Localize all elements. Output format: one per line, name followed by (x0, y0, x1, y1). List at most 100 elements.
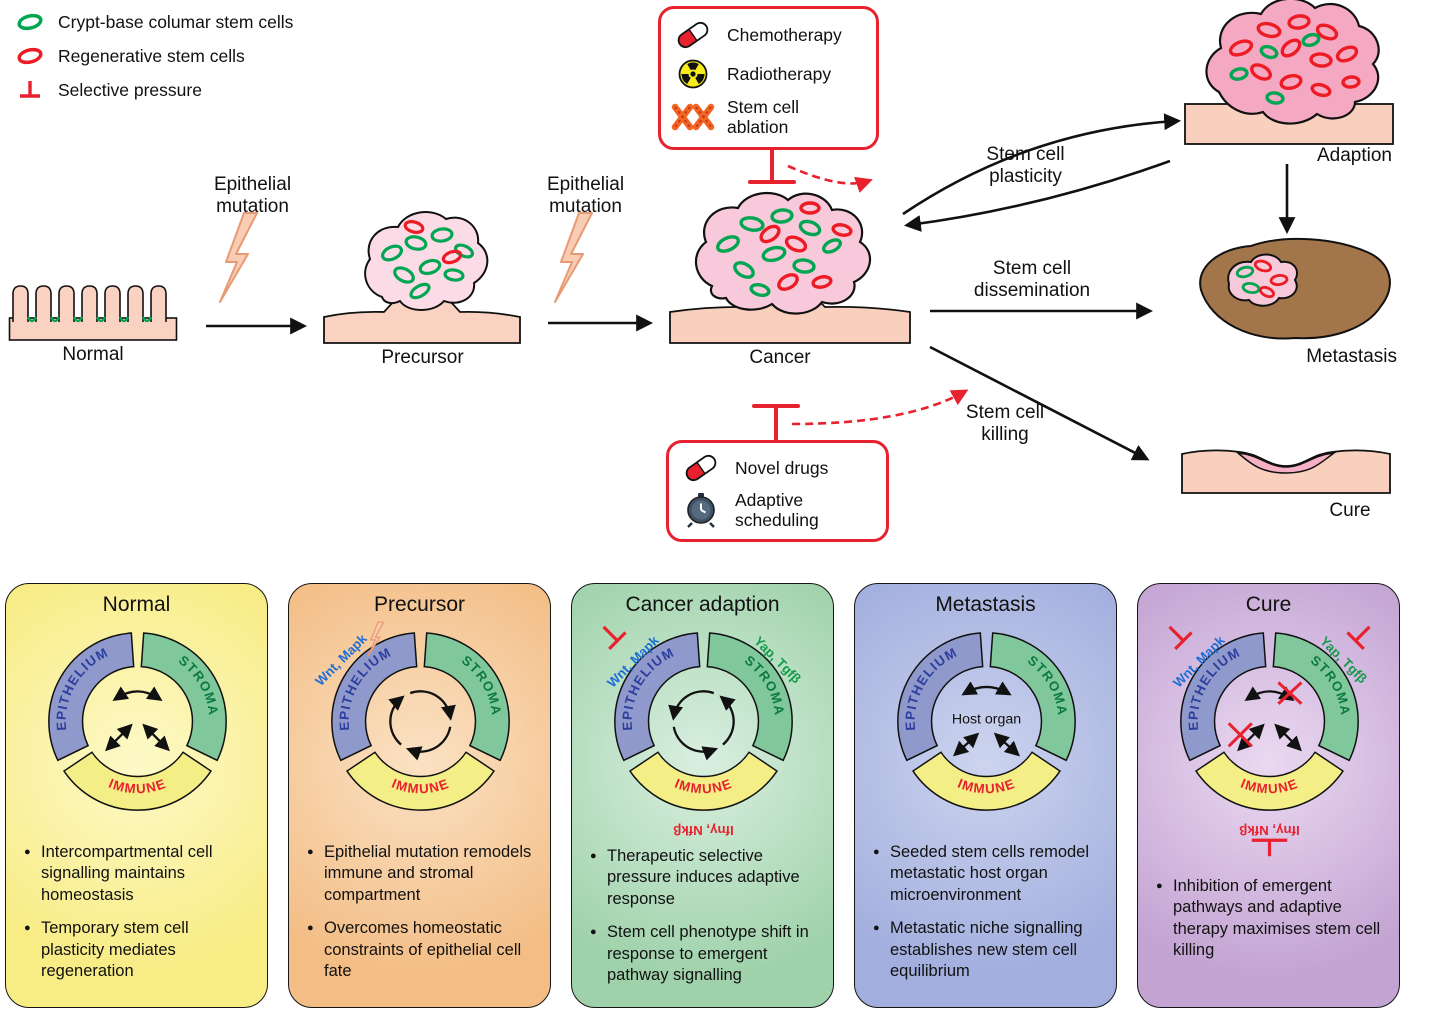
adaption-tissue-illustration (1184, 0, 1394, 145)
immune-label: IMMUNE (1239, 776, 1301, 797)
stroma-arc (140, 632, 227, 762)
epithelium-arc (1180, 632, 1267, 762)
therapy-box-top: Chemotherapy Radiotherapy (658, 6, 879, 150)
signalling-arrows (388, 690, 456, 761)
panel-bullets: Inhibition of emergent pathways and adap… (1156, 876, 1387, 974)
immune-label: IMMUNE (107, 776, 169, 797)
therapy-label: Chemotherapy (727, 24, 842, 45)
legend-item-selective-pressure: Selective pressure (14, 73, 293, 107)
therapy-item-stem-cell-ablation: Stem cell ablation (671, 97, 866, 137)
legend-item-crypt-base: Crypt-base columar stem cells (14, 5, 293, 39)
immune-arc (1194, 751, 1345, 811)
crypt-base-columnar-stem-cell-icon (17, 13, 43, 31)
panel-precursor: Precursor EPITHELIUM STROMA IMMUNE (288, 583, 551, 1008)
immune-arc (345, 751, 496, 811)
clock-icon (679, 492, 723, 528)
stage-label-cure: Cure (1329, 500, 1371, 521)
panel-title: Precursor (373, 593, 466, 616)
selective-pressure-tbar (602, 625, 627, 650)
therapy-label: Stem cell ablation (727, 97, 799, 138)
signalling-arrows (953, 681, 1020, 757)
therapy-item-novel-drugs: Novel drugs (679, 452, 876, 484)
panel-bullets: Therapeutic selective pressure induces a… (590, 846, 821, 999)
panel-bullets: Seeded stem cells remodel metastatic hos… (873, 842, 1104, 995)
stage-label-normal: Normal (62, 344, 124, 365)
compartment-wheel: EPITHELIUM STROMA IMMUNE Host organ (897, 632, 1076, 811)
panel-normal: Normal EPITHELIUM STROMA IMMUNE (5, 583, 268, 1008)
selective-pressure-tbar (1168, 625, 1193, 650)
stage-label-adaption: Adaption (1316, 145, 1392, 166)
stage-label-metastasis: Metastasis (1306, 346, 1397, 367)
stroma-arc (423, 632, 510, 762)
immune-arc (628, 751, 779, 811)
stem-cell-plasticity-label: Stem cell plasticity (986, 144, 1065, 188)
panel-title: Cure (1245, 593, 1292, 616)
epithelium-arc (897, 632, 984, 762)
legend-label: Selective pressure (58, 79, 202, 100)
pill-icon (679, 452, 723, 484)
panel-bullets: Intercompartmental cell signalling maint… (24, 842, 255, 995)
bullet-item: Intercompartmental cell signalling maint… (24, 842, 255, 906)
legend-label: Crypt-base columar stem cells (58, 11, 294, 32)
panel-cancer-adaption: Cancer adaption EPITHELIUM STROMA IMMUNE (571, 583, 834, 1008)
radiation-icon (671, 58, 715, 90)
legend-label: Regenerative stem cells (58, 45, 245, 66)
epithelium-arc (48, 632, 135, 762)
epithelial-mutation-label: Epithelial mutation (546, 174, 625, 218)
crypt-base-cells (26, 316, 153, 323)
stroma-arc (706, 632, 793, 762)
ifng-nfkb-label: Ifnγ, Nfkβ (1239, 823, 1300, 838)
compartment-wheel: EPITHELIUM STROMA IMMUNE Wnt, Mapk Yap, … (602, 625, 804, 838)
precursor-tissue-illustration (323, 211, 521, 344)
therapy-label: Novel drugs (735, 457, 829, 478)
immune-label: IMMUNE (673, 776, 735, 797)
panel-bullets: Epithelial mutation remodels immune and … (307, 842, 538, 995)
stem-cells (380, 220, 475, 300)
epithelium-arc (614, 632, 701, 762)
stroma-arc (1272, 632, 1359, 762)
summary-panels: Normal EPITHELIUM STROMA IMMUNE (5, 583, 1400, 1008)
bullet-item: Inhibition of emergent pathways and adap… (1156, 876, 1387, 962)
bullet-item: Temporary stem cell plasticity mediates … (24, 918, 255, 982)
bullet-item: Therapeutic selective pressure induces a… (590, 846, 821, 910)
bullet-item: Stem cell phenotype shift in response to… (590, 922, 821, 986)
stem-cells (1228, 14, 1361, 105)
bullet-item: Overcomes homeostatic constraints of epi… (307, 918, 538, 982)
selective-pressure-icon (20, 81, 40, 98)
blocked-signal-x-marks (1227, 681, 1303, 748)
chromosome-ablation-icon (671, 102, 715, 132)
panel-cure: Cure EPITHELIUM STROMA IMMUNE (1137, 583, 1400, 1008)
signalling-arrows (668, 690, 736, 761)
panel-title: Normal (102, 593, 171, 616)
legend: Crypt-base columar stem cells Regenerati… (14, 5, 293, 107)
signalling-arrows (1237, 686, 1302, 752)
epithelial-mutation-label: Epithelial mutation (213, 174, 292, 218)
stem-cell-killing-label: Stem cell killing (965, 402, 1045, 446)
dashed-arrow-bottom (791, 389, 969, 426)
immune-arc (62, 751, 213, 811)
immune-label: IMMUNE (956, 776, 1018, 797)
dashed-arrow-top (787, 164, 873, 193)
epithelium-arc (331, 632, 418, 762)
selective-pressure-tbar-bottom (1251, 838, 1288, 857)
therapy-label: Adaptive scheduling (735, 489, 819, 530)
lightning-icon (219, 212, 258, 303)
regenerative-stem-cell-icon (17, 47, 43, 65)
bullet-item: Epithelial mutation remodels immune and … (307, 842, 538, 906)
stem-cell-dissemination-label: Stem cell dissemination (973, 258, 1091, 302)
therapy-item-radiotherapy: Radiotherapy (671, 58, 866, 90)
therapy-item-chemotherapy: Chemotherapy (671, 19, 866, 51)
stem-cells (716, 201, 853, 298)
lightning-icon (367, 621, 385, 657)
stroma-arc (989, 632, 1076, 762)
bullet-item: Metastatic niche signalling establishes … (873, 918, 1104, 982)
cure-tissue-illustration (1181, 449, 1391, 494)
stage-label-precursor: Precursor (381, 347, 464, 368)
immune-arc (911, 751, 1062, 811)
selective-pressure-tbar (1346, 625, 1371, 650)
compartment-wheel: EPITHELIUM STROMA IMMUNE Wnt, Mapk (312, 621, 510, 811)
panel-title: Cancer adaption (625, 593, 780, 616)
lightning-icon (554, 212, 593, 303)
host-organ-label: Host organ (952, 711, 1021, 727)
metastasis-organ-illustration (1199, 237, 1391, 340)
